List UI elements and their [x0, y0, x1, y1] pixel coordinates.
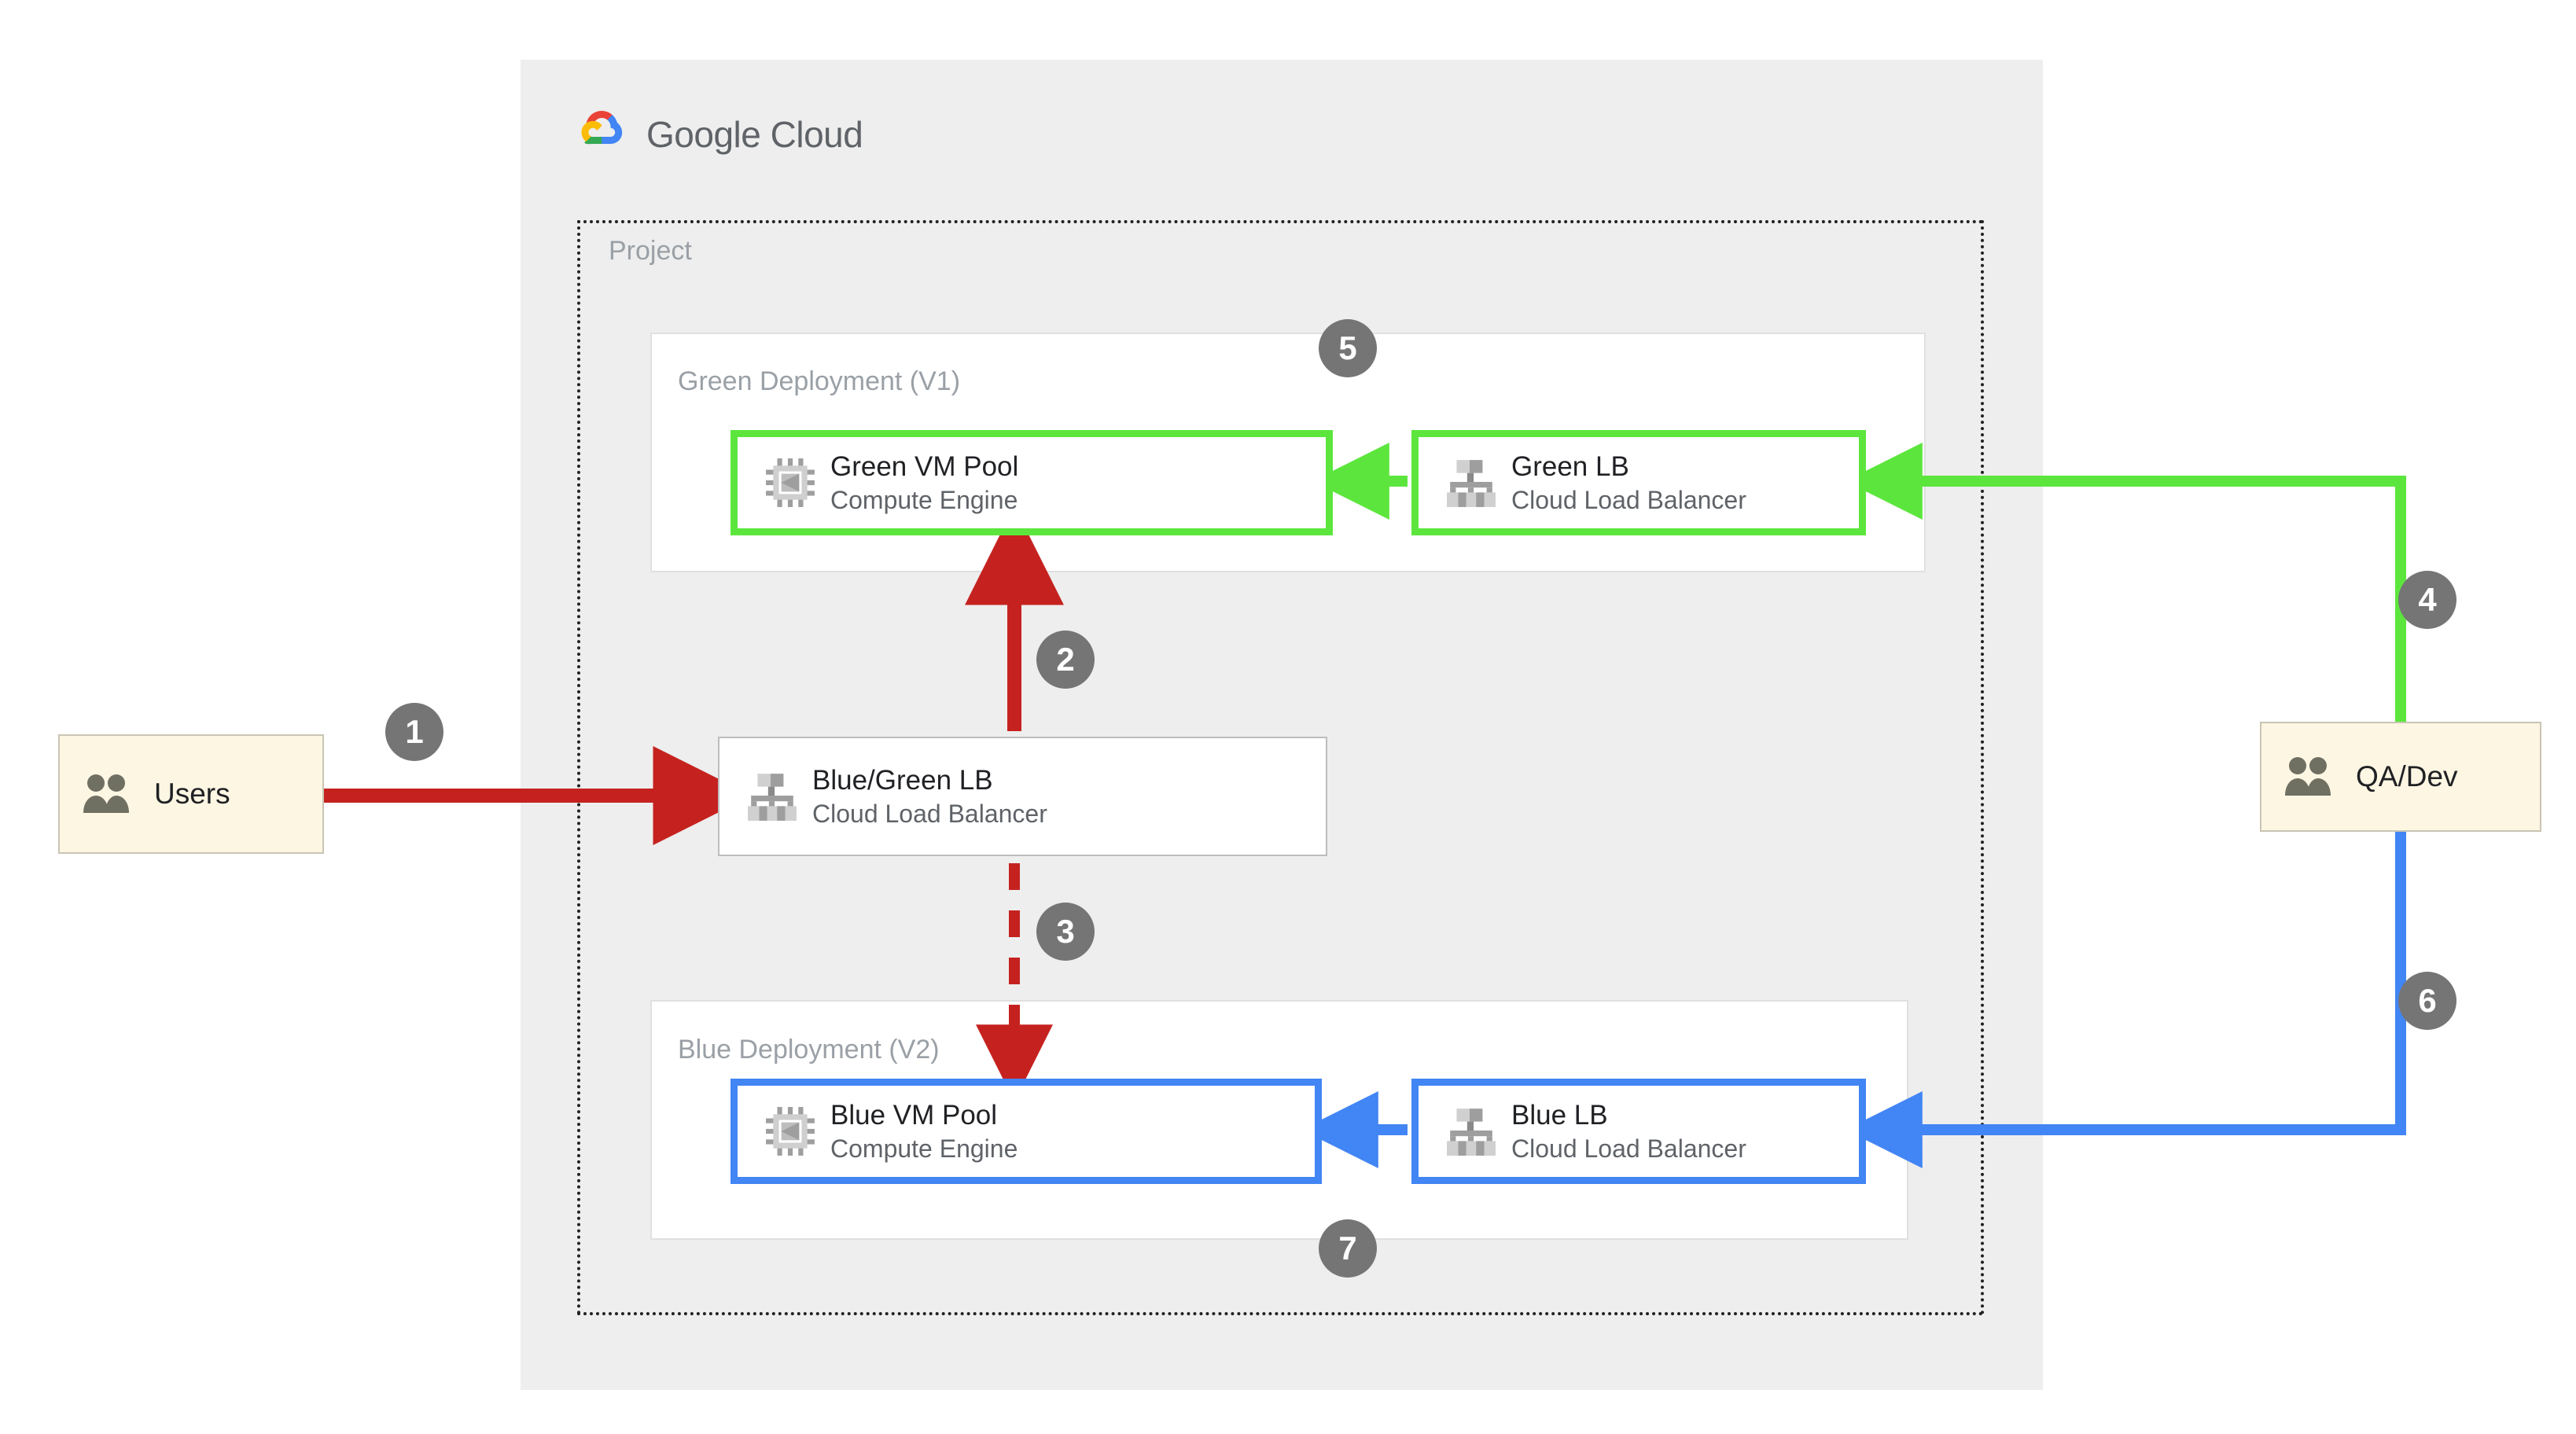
project-label: Project	[609, 236, 692, 266]
node-title: Green VM Pool	[830, 451, 1019, 483]
load-balancer-icon	[1447, 1109, 1496, 1156]
project-boundary	[577, 220, 1984, 1315]
node-subtitle: Compute Engine	[830, 485, 1018, 514]
step-badge-7: 7	[1319, 1219, 1377, 1278]
wordmark-google: Google	[646, 114, 771, 155]
node-blue-vm-pool[interactable]: Blue VM Pool Compute Engine	[730, 1079, 1322, 1184]
node-subtitle: Cloud Load Balancer	[1511, 485, 1746, 514]
cpu-chip-icon	[766, 1107, 815, 1156]
actor-label: QA/Dev	[2356, 760, 2458, 792]
step-badge-6: 6	[2398, 972, 2456, 1030]
step-badge-4: 4	[2398, 571, 2456, 629]
actor-qadev[interactable]: QA/Dev	[2260, 722, 2541, 832]
google-cloud-wordmark: Google Cloud	[646, 113, 863, 156]
step-badge-2: 2	[1036, 631, 1095, 689]
node-title: Green LB	[1511, 451, 1629, 483]
node-subtitle: Compute Engine	[830, 1134, 1018, 1163]
step-badge-1: 1	[385, 703, 443, 761]
step-badge-5: 5	[1319, 319, 1377, 377]
node-title: Blue VM Pool	[830, 1100, 998, 1131]
actor-users[interactable]: Users	[58, 734, 324, 854]
node-subtitle: Cloud Load Balancer	[1511, 1134, 1746, 1163]
node-blue-green-lb[interactable]: Blue/Green LB Cloud Load Balancer	[718, 737, 1327, 856]
blue-deployment-label: Blue Deployment (V2)	[678, 1035, 940, 1064]
actor-label: Users	[154, 778, 230, 810]
cpu-chip-icon	[766, 458, 815, 507]
people-group-icon	[83, 774, 129, 813]
node-title: Blue LB	[1511, 1100, 1608, 1131]
load-balancer-icon	[748, 774, 797, 821]
node-subtitle: Cloud Load Balancer	[812, 799, 1047, 828]
load-balancer-icon	[1447, 460, 1496, 507]
google-cloud-logo-icon	[581, 111, 623, 145]
wordmark-cloud: Cloud	[770, 114, 863, 155]
node-blue-lb[interactable]: Blue LB Cloud Load Balancer	[1411, 1079, 1866, 1184]
node-green-lb[interactable]: Green LB Cloud Load Balancer	[1411, 430, 1866, 535]
node-green-vm-pool[interactable]: Green VM Pool Compute Engine	[730, 430, 1333, 535]
node-title: Blue/Green LB	[812, 765, 993, 796]
step-badge-3: 3	[1036, 903, 1095, 961]
people-group-icon	[2285, 757, 2331, 796]
green-deployment-label: Green Deployment (V1)	[678, 366, 961, 396]
